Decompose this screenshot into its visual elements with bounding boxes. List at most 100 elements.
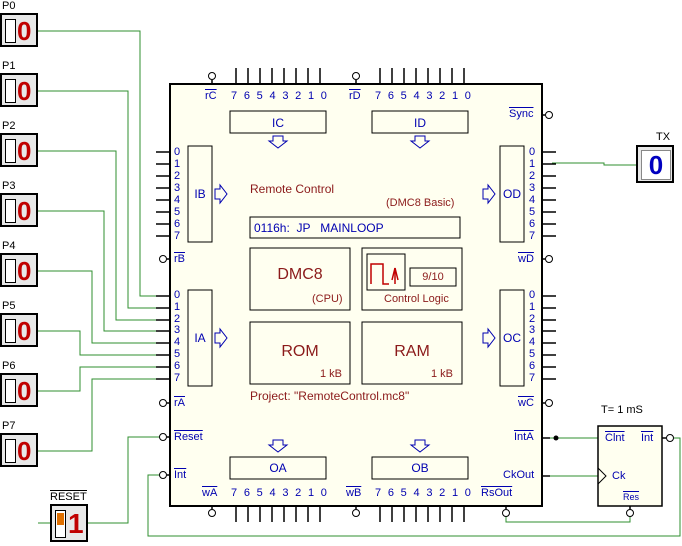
ib-port-box	[187, 145, 213, 243]
tx-display: 0	[636, 145, 674, 183]
p4-toggle-lever	[5, 259, 16, 283]
p3-value: 0	[17, 196, 32, 226]
p1-value: 0	[17, 76, 32, 106]
wire-p2	[38, 150, 168, 321]
timer-int-bubble	[666, 434, 674, 442]
reset-switch[interactable]: 1	[50, 504, 88, 542]
timer-ck-label: Ck	[612, 470, 626, 482]
arrow-od-right-icon	[482, 183, 496, 205]
timer-res-label: Res	[623, 492, 640, 502]
bottom-pins	[211, 506, 507, 522]
arrow-ic-down-icon	[267, 135, 289, 149]
int-pin-bubble	[159, 471, 167, 479]
arrow-ia-right-icon	[214, 327, 228, 349]
reset-switch-label: RESET	[50, 490, 87, 503]
arrow-ib-right-icon	[214, 183, 228, 205]
timer-title: T= 1 mS	[601, 404, 643, 416]
p3-switch[interactable]: 0	[0, 193, 38, 227]
sync-pin-bubble	[545, 111, 553, 119]
p2-value: 0	[17, 136, 32, 166]
rom-size: 1 kB	[320, 368, 343, 380]
control-step: 9/10	[422, 271, 444, 283]
ram-name: RAM	[394, 343, 430, 360]
timer-clnt-label: Clnt	[605, 432, 625, 444]
top-pins	[211, 68, 465, 84]
instruction-box	[249, 216, 461, 239]
wire-p1	[38, 90, 168, 309]
rom-name: ROM	[281, 343, 319, 360]
od-port-box	[499, 145, 525, 243]
rc-pin-bubble	[208, 72, 216, 80]
chip-variant: (DMC8 Basic)	[386, 197, 455, 209]
wd-pin-bubble	[545, 255, 553, 263]
right-pins	[542, 114, 556, 477]
ia-port-box	[187, 289, 213, 387]
input-switch-column: P0 0 P1 0 P2 0 P3 0 P4 0 P5 0 P6 0 P7 0	[0, 0, 45, 470]
timer-int-label: Int	[641, 432, 654, 444]
wire-p3	[38, 210, 168, 332]
p5-label: P5	[2, 300, 16, 312]
flow-arrows	[214, 135, 496, 453]
cpu-block	[249, 247, 351, 311]
oc-port-box	[499, 289, 525, 387]
p5-switch[interactable]: 0	[0, 313, 38, 347]
ram-block	[361, 321, 463, 385]
tx-value: 0	[641, 150, 671, 180]
arrow-id-down-icon	[409, 135, 431, 149]
p6-switch[interactable]: 0	[0, 373, 38, 407]
p7-value: 0	[17, 436, 32, 466]
tx-label: TX	[656, 131, 671, 143]
wc-pin-bubble	[545, 399, 553, 407]
p0-label: P0	[2, 0, 16, 12]
wire-p6	[38, 366, 168, 392]
wb-pin-bubble	[352, 509, 360, 517]
p7-switch[interactable]: 0	[0, 433, 38, 467]
p1-label: P1	[2, 60, 16, 72]
p4-value: 0	[17, 256, 32, 286]
id-port-box	[371, 110, 469, 134]
ram-size: 1 kB	[431, 368, 454, 380]
input-wires	[38, 30, 681, 537]
timer-body	[597, 425, 663, 507]
wire-p5	[38, 330, 168, 356]
p0-toggle-lever	[5, 19, 16, 43]
rb-pin-bubble	[159, 255, 167, 263]
p4-switch[interactable]: 0	[0, 253, 38, 287]
p6-label: P6	[2, 360, 16, 372]
ra-pin-bubble	[159, 399, 167, 407]
p2-toggle-lever	[5, 139, 16, 163]
oa-port-box	[229, 456, 327, 480]
arrow-oc-right-icon	[482, 327, 496, 349]
wa-pin-bubble	[208, 509, 216, 517]
rom-block	[249, 321, 351, 385]
rsout-pin-bubble	[502, 509, 510, 517]
reset-pin-bubble	[159, 433, 167, 441]
p5-value: 0	[17, 316, 32, 346]
p2-switch[interactable]: 0	[0, 133, 38, 167]
control-step-box	[409, 267, 457, 287]
wire-p0	[38, 30, 168, 297]
p4-label: P4	[2, 240, 16, 252]
p0-switch[interactable]: 0	[0, 13, 38, 47]
p0-value: 0	[17, 16, 32, 46]
timer-res-bubble	[626, 509, 634, 517]
arrow-oa-down-icon	[267, 439, 289, 453]
p7-toggle-lever	[5, 439, 16, 463]
left-pins	[156, 151, 170, 476]
ob-port-box	[371, 456, 469, 480]
chip-body	[169, 83, 543, 507]
wire-int	[147, 437, 681, 537]
p7-label: P7	[2, 420, 16, 432]
arrow-ob-down-icon	[409, 439, 431, 453]
cpu-sub: (CPU)	[312, 293, 343, 305]
wire-p4	[38, 270, 168, 344]
p1-toggle-lever	[5, 79, 16, 103]
p2-label: P2	[2, 120, 16, 132]
project-name: Project: "RemoteControl.mc8"	[250, 389, 410, 403]
p1-switch[interactable]: 0	[0, 73, 38, 107]
p3-toggle-lever	[5, 199, 16, 223]
wire-p7	[38, 378, 168, 452]
wire-tx	[552, 162, 636, 166]
p6-toggle-lever	[5, 379, 16, 403]
p3-label: P3	[2, 180, 16, 192]
